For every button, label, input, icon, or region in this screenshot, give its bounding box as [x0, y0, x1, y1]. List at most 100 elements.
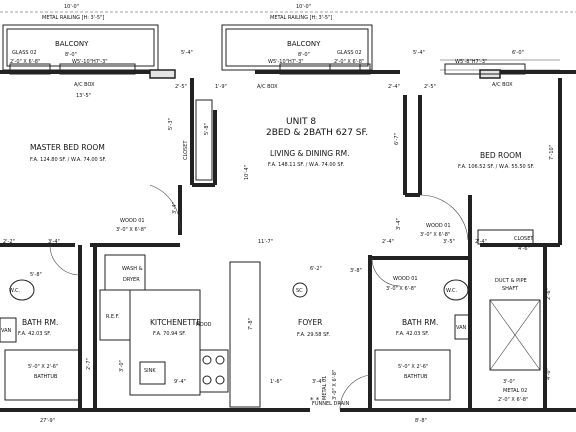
dim-text: 5'-4"	[413, 50, 425, 56]
bath-right-label: BATH RM.	[402, 318, 438, 327]
dim-text: 5'-4"	[181, 50, 193, 56]
dim-text: 1'-9"	[215, 84, 227, 90]
smoke-detector	[292, 282, 308, 298]
closet-label: CLOSET	[183, 140, 189, 160]
funnel-drain-label: FUNNEL DRAIN	[312, 401, 350, 407]
note-stars: * *	[310, 396, 320, 404]
door-tag-dim: 3'-0" X 6'-8"	[420, 232, 450, 238]
master-bedroom-area: F.A. 124.80 SF. / W.A. 74.00 SF.	[30, 157, 107, 163]
kitchen-fixtures	[99, 254, 261, 408]
railing-left: METAL RAILING [H: 3'-5"]	[42, 15, 104, 21]
ac-box-label: A/C BOX	[492, 82, 513, 88]
dim-text: 3'-5"	[443, 239, 455, 245]
dim-text: 7'-10"	[549, 145, 555, 160]
bedroom-area: F.A. 106.52 SF. / W.A. 55.50 SF.	[458, 164, 535, 170]
shaft-box	[489, 299, 541, 371]
door-tag-dim: 2'-0" X 6'-8"	[498, 397, 528, 403]
door-tag: METAL 01	[322, 376, 328, 400]
window-dim: W5'-8"H7'-3"	[455, 59, 487, 65]
living-area: F.A. 148.11 SF. / W.A. 74.00 SF.	[268, 162, 345, 168]
glass-dim: 2'-0" X 6'-8"	[10, 59, 40, 65]
shaft-label: SHAFT	[502, 286, 519, 292]
door-tag-dim: 3'-0" X 6'-8"	[116, 227, 146, 233]
dim-text: 4'-6"	[518, 246, 530, 252]
ac-box-label: A/C BOX	[257, 84, 278, 90]
wc-label: W.C.	[446, 288, 457, 294]
bath-right-area: F.A. 42.03 SF.	[396, 331, 429, 337]
hood-label: HOOD	[196, 322, 212, 328]
bath-left-area: F.A. 42.03 SF.	[18, 331, 51, 337]
dim-text: 2'-5"	[175, 84, 187, 90]
dim-text: 5'-8"	[30, 272, 42, 278]
dim-text: 3'-4"	[48, 239, 60, 245]
smoke-detector-label: SC	[296, 288, 303, 294]
bathtub-label: BATHTUB	[404, 374, 428, 380]
window-dim: W5'-10"H7'-3"	[268, 59, 304, 65]
bath-fixtures	[0, 279, 541, 401]
wc-label: W.C.	[9, 288, 20, 294]
dryer-label: DRYER	[123, 277, 140, 283]
door-tag-dim: 3'-0" X 6'-8"	[386, 286, 416, 292]
dim-text: 13'-5"	[76, 93, 91, 99]
foyer-area: F.A. 29.58 SF.	[297, 332, 330, 338]
ac-box-label: A/C BOX	[74, 82, 95, 88]
door-tag-dim: 3'-0" X 6'-8"	[332, 370, 338, 400]
dim-text: 2'-5"	[424, 84, 436, 90]
door-tag: METAL 02	[503, 388, 527, 394]
sink-label: SINK	[144, 368, 156, 374]
dim-text: 2'-7"	[86, 358, 92, 370]
kitchen-area: F.A. 70.94 SF.	[153, 331, 186, 337]
dim-text: 3'-0"	[503, 379, 515, 385]
dim-text: 8'-0"	[65, 52, 77, 58]
dim-text: 8'-0"	[298, 52, 310, 58]
glass-dim: 2'-0" X 6'-8"	[334, 59, 364, 65]
bathtub-left	[4, 349, 81, 401]
shaft-label: DUCT & PIPE	[495, 278, 527, 284]
dim-text: 3'-4"	[172, 202, 178, 214]
sink-basin	[139, 361, 166, 385]
bathtub-dim: 5'-0" X 2'-6"	[398, 364, 428, 370]
dim-text: 6'-7"	[394, 133, 400, 145]
exterior-walls	[0, 63, 576, 79]
dim-text: 3'-0"	[119, 360, 125, 372]
foyer-label: FOYER	[298, 318, 322, 327]
bathtub-right	[374, 349, 451, 401]
dim-text: 2'-6"	[546, 288, 552, 300]
bath-left-label: BATH RM.	[22, 318, 58, 327]
bedroom-label: BED ROOM	[480, 151, 522, 160]
dim-text: 3'-4"	[396, 218, 402, 230]
dim-text: 10'-0"	[64, 4, 79, 10]
washer-label: WASH &	[122, 266, 143, 272]
dim-text: 5'-8"	[204, 123, 210, 135]
railing-right: METAL RAILING [H: 3'-5"]	[270, 15, 332, 21]
dim-text: 27'-9"	[40, 418, 55, 424]
dim-text: 9'-4"	[174, 379, 186, 385]
fridge-label: R.E.F.	[106, 314, 120, 320]
dim-text: 5'-3"	[168, 118, 174, 130]
dim-text: 2'-2"	[3, 239, 15, 245]
labels: METAL RAILING [H: 3'-5"] METAL RAILING […	[1, 4, 555, 424]
balcony-left-label: BALCONY	[55, 40, 89, 48]
counter	[129, 289, 201, 396]
dim-text: 8'-8"	[415, 418, 427, 424]
door-tag: WOOD 01	[120, 218, 145, 224]
dim-text: 4'-0"	[546, 368, 552, 380]
closet-label: CLOSET	[514, 236, 534, 242]
glass-label: GLASS 02	[337, 50, 362, 56]
window-dim: W5'-10"H7'-3"	[72, 59, 108, 65]
unit-summary: 2BED & 2BATH 627 SF.	[266, 128, 368, 138]
interior-walls	[0, 78, 576, 412]
glass-label: GLASS 02	[12, 50, 37, 56]
master-bedroom-label: MASTER BED ROOM	[30, 143, 105, 152]
dim-text: 7'-8"	[248, 318, 254, 330]
door-tag: WOOD 01	[393, 276, 418, 282]
kitchen-label: KITCHENETTE	[150, 318, 201, 327]
dim-text: 6'-0"	[512, 50, 524, 56]
cabinet	[229, 261, 261, 408]
vanity-label: VAN	[1, 328, 12, 334]
dim-text: 6'-2"	[310, 266, 322, 272]
dim-text: 2'-4"	[388, 84, 400, 90]
bathtub-label: BATHTUB	[34, 374, 58, 380]
range	[199, 349, 229, 393]
